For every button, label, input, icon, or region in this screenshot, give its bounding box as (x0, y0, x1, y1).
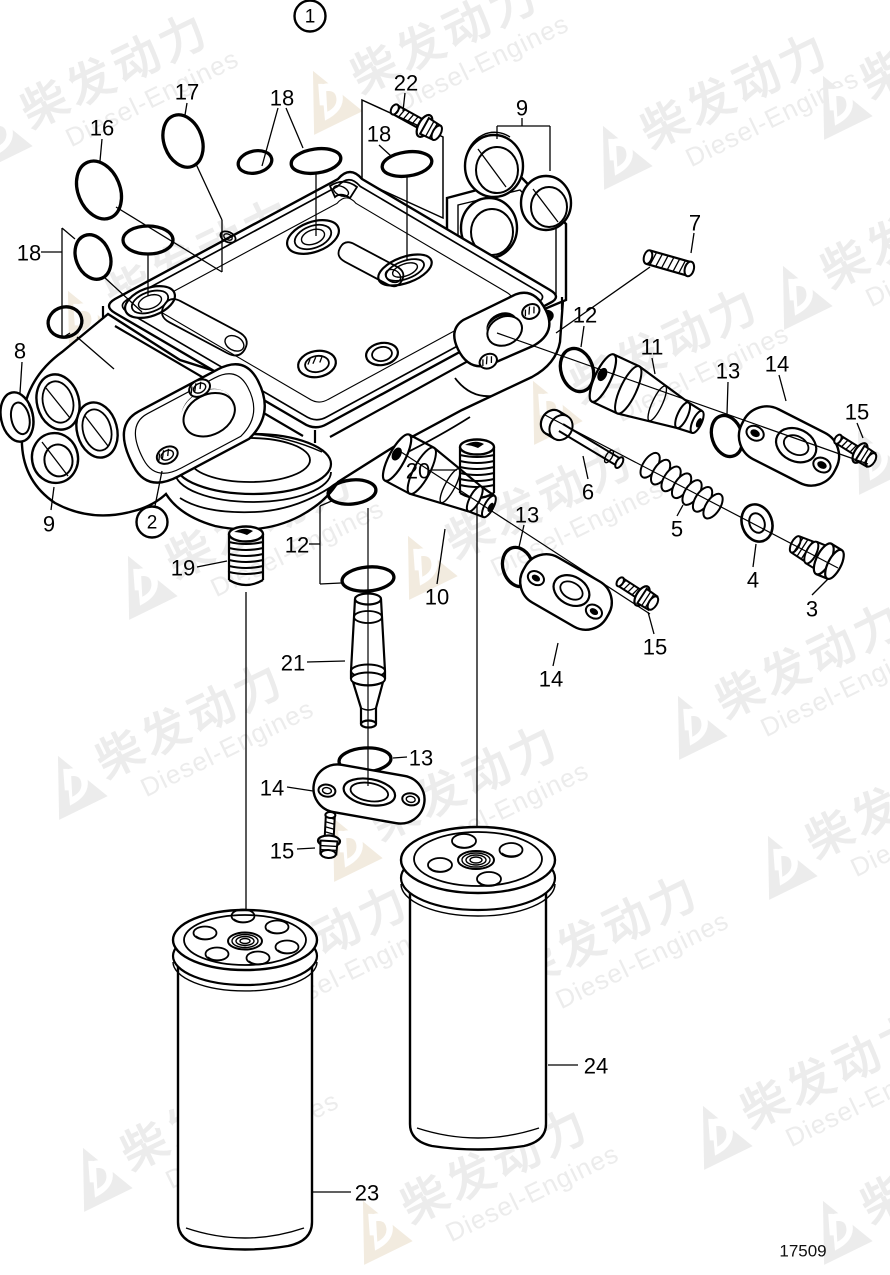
oil-filter-24 (399, 825, 557, 1151)
part-callout-15-upper: 15 (845, 400, 869, 425)
washer-4 (740, 503, 774, 543)
part-callout-7: 7 (689, 211, 701, 236)
spring-5 (639, 451, 724, 520)
valve-10 (381, 433, 497, 519)
part-callout-2: 2 (147, 513, 158, 534)
figure-number: 17509 (779, 1242, 826, 1261)
part-callout-13-upper: 13 (716, 359, 740, 384)
cap-9b (519, 174, 573, 232)
oring-18-e (380, 149, 434, 179)
oring-17 (161, 113, 205, 169)
part-callout-15-middle: 15 (643, 635, 667, 660)
part-callout-5: 5 (671, 517, 683, 542)
oring-12-c-bot (340, 565, 396, 593)
plug-19 (227, 525, 265, 587)
leader-lines (19, 92, 869, 1193)
oring-18-c (236, 149, 274, 175)
bottom-boss-left (297, 349, 337, 379)
oring-16 (74, 159, 124, 221)
part-callout-12-lower: 12 (285, 533, 309, 558)
cover-14-upper (737, 405, 841, 487)
part-callout-18-right: 18 (367, 122, 391, 147)
part-callout-10: 10 (425, 585, 449, 610)
seal-ring-8 (0, 391, 35, 443)
cover-14-lower (312, 763, 426, 825)
callout-layer: 1234567899101112121313131414141515151617… (14, 0, 869, 1206)
oring-18-flat (121, 224, 175, 256)
part-callout-17: 17 (175, 80, 199, 105)
part-callout-9-seal: 9 (43, 512, 55, 537)
valve-11 (588, 353, 705, 435)
oring-12-c-top (326, 478, 378, 506)
part-callout-15-lower: 15 (270, 839, 294, 864)
part-callout-19: 19 (171, 556, 195, 581)
part-callout-14-upper: 14 (765, 352, 789, 377)
part-callout-6: 6 (582, 480, 594, 505)
part-callout-22: 22 (394, 71, 418, 96)
mounting-flange (122, 363, 266, 484)
part-callout-1: 1 (305, 7, 316, 28)
part-callout-3: 3 (806, 597, 818, 622)
cover-14-middle (519, 553, 613, 631)
part-callout-4: 4 (747, 568, 759, 593)
nozzle-21 (349, 592, 387, 729)
oring-12-upper (558, 346, 596, 394)
part-callout-11: 11 (641, 335, 664, 360)
bolt-22 (389, 103, 443, 142)
oil-filter-23 (171, 908, 319, 1251)
part-callout-14-lower: 14 (260, 776, 284, 801)
part-callout-18-left: 18 (17, 241, 41, 266)
cap-9a (463, 131, 525, 199)
bolt-15-middle (615, 576, 660, 612)
stud-7 (642, 249, 696, 278)
backdrop-plane (361, 98, 444, 220)
part-callout-24: 24 (584, 1054, 608, 1079)
part-callout-16: 16 (90, 116, 114, 141)
diagram-line-art (0, 98, 878, 1251)
bolt-15-lower (316, 811, 342, 859)
part-callout-13-middle: 13 (515, 503, 539, 528)
part-callout-8: 8 (14, 339, 26, 364)
balloon-2 (135, 505, 169, 539)
part-callout-12-upper: 12 (573, 303, 597, 328)
part-callout-23: 23 (355, 1181, 379, 1206)
part-callout-14-middle: 14 (539, 667, 563, 692)
oring-18-d (289, 146, 343, 176)
seal-ring-9 (30, 431, 80, 485)
plug-3 (788, 535, 845, 581)
oring-18-b (46, 305, 84, 339)
bottom-boss-right (365, 341, 399, 367)
part-callout-20: 20 (406, 459, 430, 484)
balloon-1 (293, 0, 327, 33)
part-callout-21: 21 (281, 651, 305, 676)
oring-18-a (73, 233, 113, 281)
port-tube-right (75, 401, 119, 459)
part-callout-18-top: 18 (270, 86, 294, 111)
part-callout-9-caps: 9 (516, 96, 528, 121)
part-callout-13-lower: 13 (409, 746, 433, 771)
